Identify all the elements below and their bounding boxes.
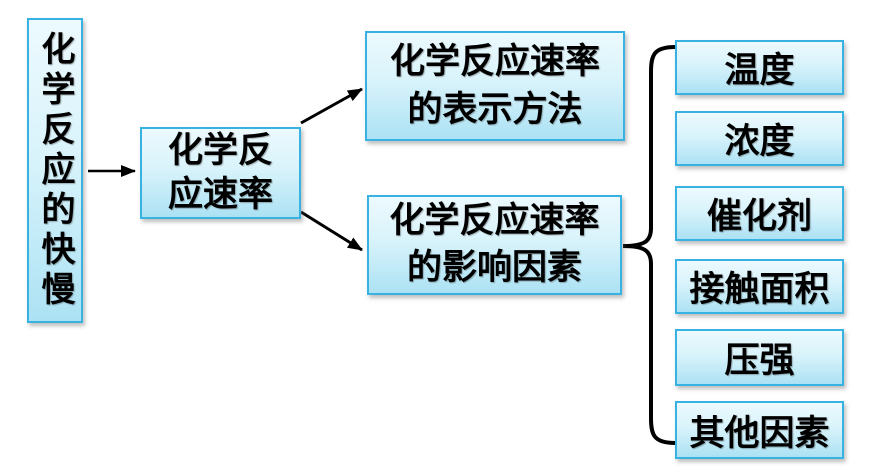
expression-box-label: 化学反应速率 的表示方法 (389, 42, 600, 130)
factor-box-other-factors: 其他因素 (675, 401, 844, 459)
factors-box-label: 化学反应速率 的影响因素 (389, 201, 600, 288)
factor-box-concentration: 浓度 (675, 111, 844, 166)
root-box-reaction-speed: 化学反应的快慢 (27, 18, 83, 323)
factor-box-contact-area: 接触面积 (675, 259, 844, 314)
center-box-label: 化学反 应速率 (167, 131, 273, 215)
factor-box-temperature: 温度 (675, 40, 844, 95)
arrow-center-to-factors (300, 210, 363, 252)
brace-factors-group (622, 45, 677, 445)
factor-label: 接触面积 (689, 270, 830, 310)
factor-box-pressure: 压强 (675, 329, 844, 386)
factor-label: 压强 (724, 341, 795, 381)
branch-box-influencing-factors: 化学反应速率 的影响因素 (367, 195, 622, 295)
factor-label: 催化剂 (706, 197, 812, 237)
center-box-reaction-rate: 化学反 应速率 (140, 127, 301, 219)
factor-label: 温度 (724, 51, 795, 91)
factor-box-catalyst: 催化剂 (675, 186, 844, 241)
factor-label: 其他因素 (689, 413, 830, 454)
factor-label: 浓度 (724, 122, 795, 162)
branch-box-expression-method: 化学反应速率 的表示方法 (365, 31, 625, 141)
root-box-label: 化学反应的快慢 (35, 30, 75, 311)
arrow-center-to-expression (300, 87, 363, 125)
